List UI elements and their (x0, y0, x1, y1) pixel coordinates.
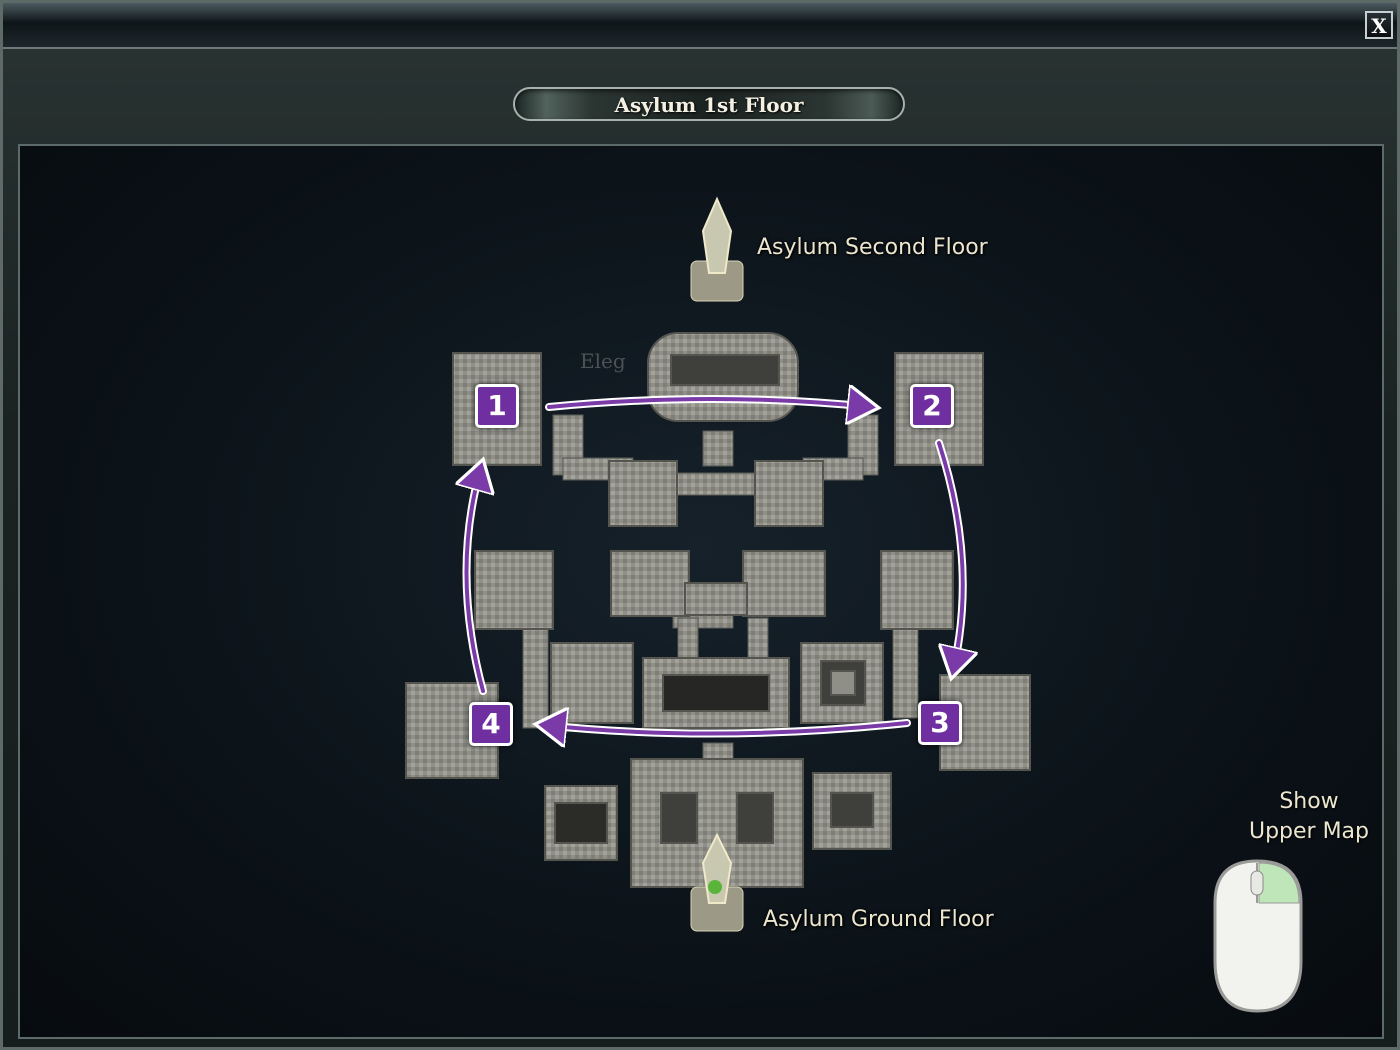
route-arrow-1-to-2 (545, 399, 871, 407)
map-room-lower-left (550, 642, 634, 724)
map-room-upper-right (754, 460, 824, 527)
map-room-upper-left (608, 460, 678, 527)
crystal-portal-icon[interactable] (690, 832, 744, 932)
faint-map-label: Eleg (580, 349, 626, 373)
map-room-center-left (610, 550, 690, 617)
route-arrow-3-to-4 (543, 723, 911, 734)
mouse-icon[interactable] (1213, 859, 1303, 1013)
close-button[interactable]: X (1365, 11, 1393, 39)
map-rooms (405, 332, 1031, 888)
map-title-plate: Asylum 1st Floor (513, 87, 905, 121)
map-room-lower-right (800, 642, 884, 724)
route-marker-1: 1 (475, 384, 519, 428)
map-title: Asylum 1st Floor (614, 93, 804, 117)
route-marker-3: 3 (918, 701, 962, 745)
upper-floor-exit-label: Asylum Second Floor (757, 235, 988, 260)
map-room-east (880, 550, 954, 630)
route-arrow-2-to-3 (935, 439, 963, 671)
crystal-portal-icon[interactable] (690, 196, 744, 302)
route-arrows (466, 399, 962, 734)
show-upper-map-hint[interactable]: Show Upper Map (1229, 787, 1389, 847)
ground-floor-exit-label: Asylum Ground Floor (763, 907, 994, 932)
show-upper-map-line2: Upper Map (1248, 819, 1370, 844)
show-upper-map-line1: Show (1279, 789, 1339, 814)
dungeon-map (405, 196, 1303, 1013)
map-room-center-right (742, 550, 826, 617)
window-titlebar[interactable]: X (3, 3, 1397, 49)
route-arrow-4-to-1 (466, 467, 483, 695)
route-marker-2: 2 (910, 384, 954, 428)
route-marker-4: 4 (469, 702, 513, 746)
map-room-west (474, 550, 554, 630)
